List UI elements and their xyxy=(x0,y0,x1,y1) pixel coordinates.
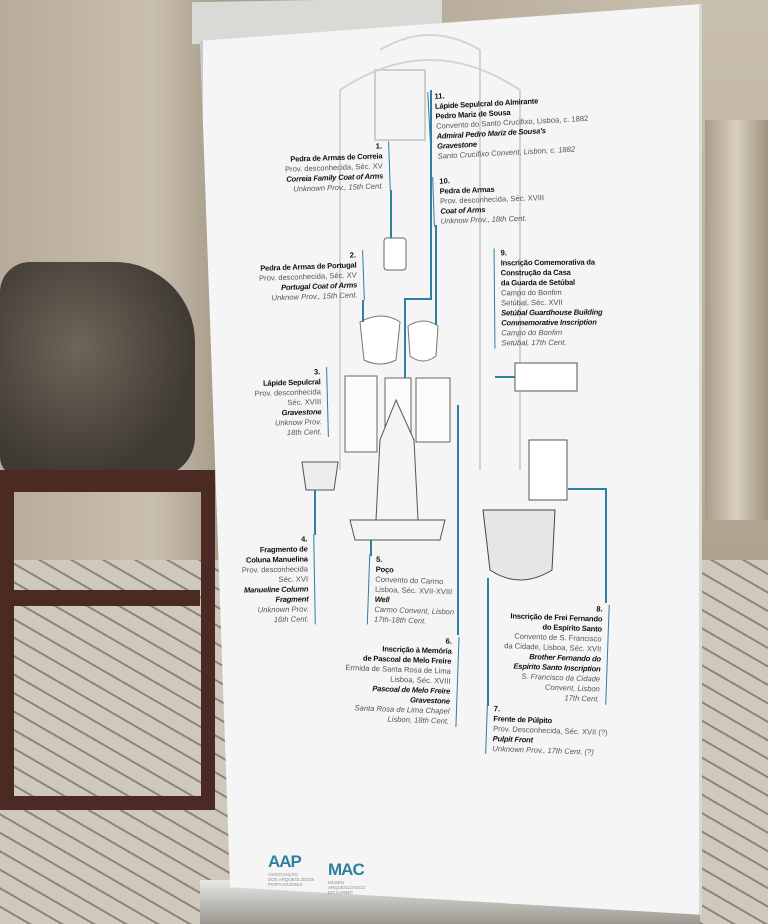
leader-line-7 xyxy=(487,578,489,706)
leader-line-10 xyxy=(435,225,437,325)
mac-logo-subtitle: Arqueológico xyxy=(328,885,366,890)
info-panel xyxy=(200,4,702,915)
label-line: 18th Cent. xyxy=(286,427,322,438)
leader-line-11 xyxy=(430,90,432,300)
mac-logo: MAC Museu Arqueológico do Carmo xyxy=(328,860,365,895)
frei-fernando-inscription-drawing xyxy=(528,439,568,501)
leader-line-11-h xyxy=(404,298,431,300)
leader-line-5 xyxy=(370,540,372,556)
metal-stand-bar xyxy=(0,590,200,606)
label-line: 16th Cent. xyxy=(273,614,309,625)
coat-of-arms-correia xyxy=(383,237,407,271)
gravestone-drawing xyxy=(344,375,378,453)
aap-logo-subtitle: Portugueses xyxy=(268,882,303,887)
leader-line-11-v xyxy=(404,298,406,378)
leader-line-1 xyxy=(390,190,392,238)
mac-logo-mark: MAC xyxy=(328,860,365,879)
leader-line-9 xyxy=(495,376,515,378)
column-fragment-drawing xyxy=(301,461,339,491)
aap-logo: AAP Associação dos Arqueólogos Portugues… xyxy=(268,852,314,887)
leader-line-8-v xyxy=(605,488,607,603)
stone-fragment xyxy=(0,262,195,477)
leader-line-8 xyxy=(568,488,606,490)
aap-logo-subtitle: Associação xyxy=(268,872,298,877)
metal-stand xyxy=(0,470,215,810)
pulpit-drawing xyxy=(482,509,556,581)
leader-line-2 xyxy=(362,300,364,322)
aap-logo-mark: AAP xyxy=(268,852,302,871)
label-line: Inscrição Comemorativa da xyxy=(500,257,595,268)
mac-logo-subtitle: do Carmo xyxy=(328,890,353,895)
label-line: Setúbal, 17th Cent. xyxy=(501,337,567,348)
label-line: Commemorative Inscription xyxy=(501,317,597,328)
church-sketch xyxy=(339,34,521,470)
coat-of-arms-portugal xyxy=(359,315,401,365)
setubal-inscription-drawing xyxy=(514,362,578,392)
leader-line-4 xyxy=(314,490,316,535)
aap-logo-subtitle: dos Arqueólogos xyxy=(268,877,315,882)
stone-column xyxy=(705,120,768,520)
leader-line-6 xyxy=(457,405,459,635)
well-drawing xyxy=(349,398,446,541)
pascoal-gravestone-drawing xyxy=(415,377,451,443)
coat-of-arms-18th xyxy=(407,320,439,362)
mac-logo-subtitle: Museu xyxy=(328,880,345,885)
